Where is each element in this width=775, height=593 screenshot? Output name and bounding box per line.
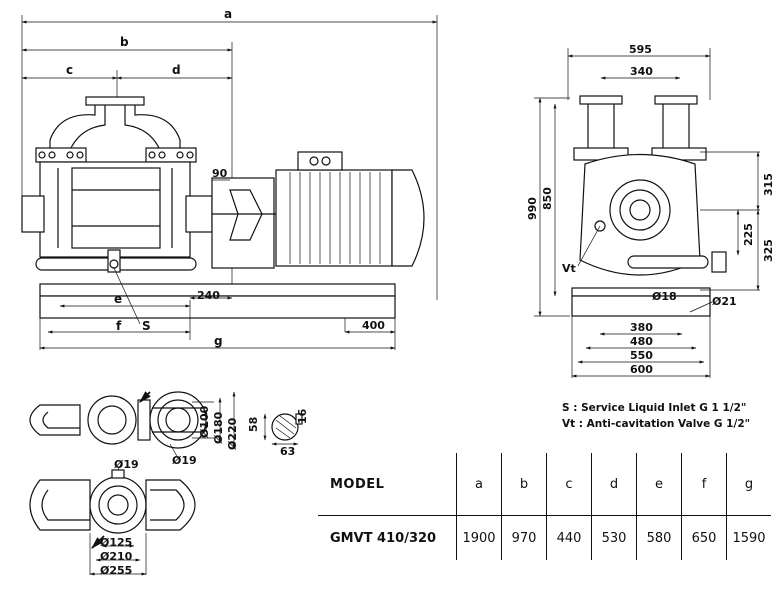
dim-63: 63 [280, 445, 295, 458]
label-Vt: Vt [562, 262, 576, 275]
dim-550: 550 [630, 349, 653, 362]
dim-225: 225 [742, 223, 755, 246]
dim-d18: Ø18 [652, 290, 677, 303]
note-service-liquid: S : Service Liquid Inlet G 1 1/2" [562, 402, 746, 414]
end-view: 595 340 990 850 315 225 32 [526, 43, 775, 378]
flange-view-lower: Ø19 Ø125 Ø210 Ø255 [29, 458, 196, 577]
label-S: S [142, 319, 151, 333]
dim-595: 595 [629, 43, 652, 56]
cell-g: 1590 [726, 515, 771, 560]
cell-f: 650 [681, 515, 727, 560]
dim-240: 240 [197, 289, 220, 302]
dim-d255: Ø255 [100, 564, 132, 577]
dim-f: f [116, 319, 122, 333]
dim-58: 58 [247, 417, 260, 432]
cell-a: 1900 [456, 515, 502, 560]
dim-g: g [214, 334, 223, 348]
dim-315: 315 [762, 173, 775, 196]
dim-d19a: Ø19 [172, 454, 197, 467]
dim-16: 16 [296, 408, 309, 424]
dim-850: 850 [541, 187, 554, 210]
header-e: e [636, 453, 682, 516]
side-view: a b c d [21, 7, 438, 350]
dim-d220: Ø220 [226, 417, 239, 450]
dim-380: 380 [630, 321, 653, 334]
dim-600: 600 [630, 363, 653, 376]
header-g: g [726, 453, 771, 516]
header-b: b [501, 453, 547, 516]
dim-d100: Ø100 [198, 405, 211, 438]
header-d: d [591, 453, 637, 516]
spec-table: MODEL a b c d e f g GMVT 410/320 1900 97… [318, 453, 771, 560]
dim-d19b: Ø19 [114, 458, 139, 471]
dim-d: d [172, 63, 181, 77]
dim-480: 480 [630, 335, 653, 348]
dim-c: c [66, 63, 73, 77]
table-row: GMVT 410/320 1900 970 440 530 580 650 15… [318, 515, 771, 560]
header-c: c [546, 453, 592, 516]
cell-c: 440 [546, 515, 592, 560]
header-a: a [456, 453, 502, 516]
spec-table-header: MODEL a b c d e f g [318, 453, 771, 516]
note-anti-cavitation: Vt : Anti-cavitation Valve G 1/2" [562, 418, 750, 430]
dim-990: 990 [526, 197, 539, 220]
header-model: MODEL [318, 453, 457, 516]
cell-b: 970 [501, 515, 547, 560]
header-f: f [681, 453, 727, 516]
cell-model: GMVT 410/320 [330, 530, 437, 546]
dim-400: 400 [362, 319, 385, 332]
dim-d180: Ø180 [212, 411, 225, 444]
dim-90: 90 [212, 167, 228, 180]
dim-d21: Ø21 [712, 295, 737, 308]
shaft-key-detail: 58 16 63 [247, 408, 309, 458]
flange-view-upper: Ø100 Ø180 Ø220 Ø19 [29, 391, 239, 467]
dim-d210: Ø210 [100, 550, 133, 563]
dim-e: e [114, 292, 122, 306]
dim-b: b [120, 35, 129, 49]
cell-e: 580 [636, 515, 682, 560]
dim-340: 340 [630, 65, 653, 78]
dim-a: a [224, 7, 232, 21]
dim-325: 325 [762, 239, 775, 262]
dim-d125: Ø125 [100, 536, 132, 549]
cell-d: 530 [591, 515, 637, 560]
